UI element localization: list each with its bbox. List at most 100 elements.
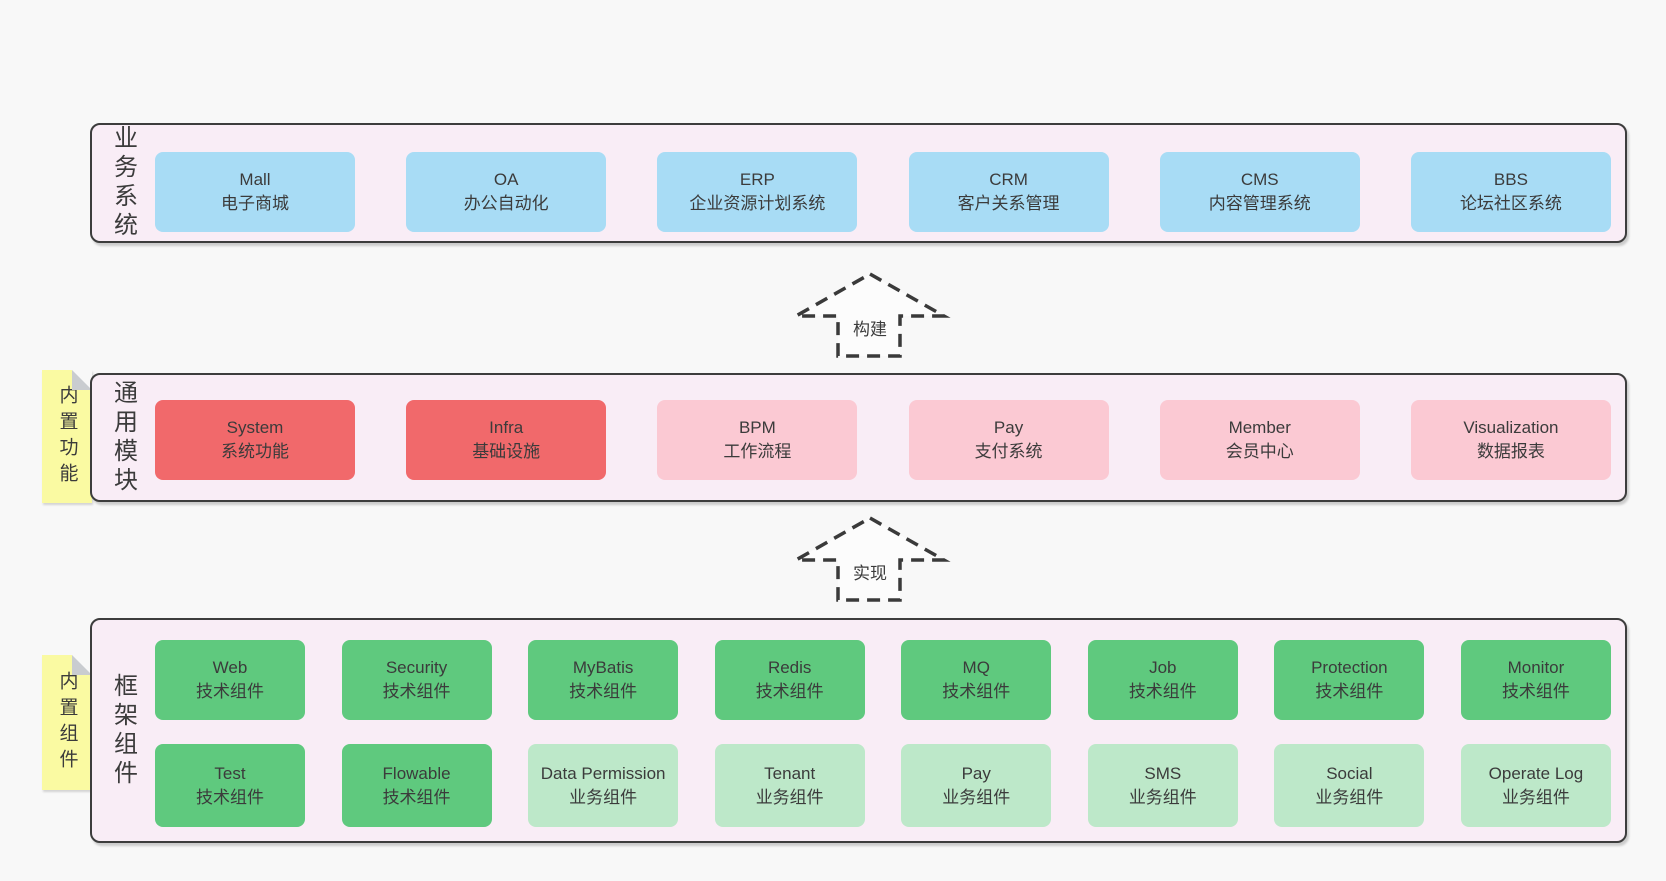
modules-boxes-row: System 系统功能 Infra 基础设施 BPM 工作流程 Pay 支付系统 Member 会… xyxy=(155,400,1611,480)
box-title: CRM xyxy=(989,170,1028,189)
box-title: Visualization xyxy=(1463,418,1559,437)
box-visualization: Visualization 数据报表 xyxy=(1410,400,1611,480)
box-title: Member xyxy=(1228,418,1291,437)
arrow-build-label: 构建 xyxy=(850,315,890,340)
box-subtitle: 客户关系管理 xyxy=(957,194,1060,213)
box-bbs: BBS 论坛社区系统 xyxy=(1410,152,1611,232)
box-title: Mall xyxy=(239,170,271,189)
box-subtitle: 基础设施 xyxy=(472,442,541,461)
box-title: Test xyxy=(214,763,246,783)
box-title: Job xyxy=(1149,658,1177,677)
box-member: Member 会员中心 xyxy=(1159,400,1360,480)
box-subtitle: 业务组件 xyxy=(1128,787,1197,807)
box-flowable: Flowable 技术组件 xyxy=(341,744,492,827)
box-subtitle: 技术组件 xyxy=(196,682,264,701)
box-title: Monitor xyxy=(1507,658,1565,677)
box-title: Protection xyxy=(1311,658,1388,677)
box-title: Pay xyxy=(993,418,1024,437)
box-subtitle: 业务组件 xyxy=(755,787,824,807)
box-title: MQ xyxy=(962,658,990,677)
box-subtitle: 系统功能 xyxy=(221,442,289,461)
box-social: Social 业务组件 xyxy=(1274,744,1425,827)
box-mall: Mall 电子商城 xyxy=(155,152,355,232)
box-title: MyBatis xyxy=(572,658,634,677)
box-title: OA xyxy=(493,170,519,189)
box-title: Tenant xyxy=(764,763,816,783)
box-subtitle: 业务组件 xyxy=(942,787,1011,807)
box-data-permission: Data Permission 业务组件 xyxy=(528,744,679,827)
box-title: Web xyxy=(212,658,248,677)
box-operate-log: Operate Log 业务组件 xyxy=(1460,744,1611,827)
box-title: Social xyxy=(1326,763,1373,783)
box-title: Security xyxy=(385,658,448,677)
box-title: BBS xyxy=(1493,170,1528,189)
box-subtitle: 技术组件 xyxy=(1501,682,1570,701)
box-tenant: Tenant 业务组件 xyxy=(714,744,865,827)
box-bpm: BPM 工作流程 xyxy=(657,400,858,480)
box-subtitle: 工作流程 xyxy=(723,442,792,461)
box-title: Infra xyxy=(489,418,524,437)
box-security: Security 技术组件 xyxy=(341,640,492,720)
layer-components-label: 框架组件 xyxy=(109,672,137,789)
box-subtitle: 技术组件 xyxy=(1315,682,1384,701)
box-mybatis: MyBatis 技术组件 xyxy=(528,640,679,720)
box-subtitle: 业务组件 xyxy=(1315,787,1384,807)
box-subtitle: 技术组件 xyxy=(569,682,638,701)
layer-business-label: 业务系统 xyxy=(109,125,137,241)
box-subtitle: 技术组件 xyxy=(382,682,451,701)
box-subtitle: 企业资源计划系统 xyxy=(689,194,826,213)
box-infra: Infra 基础设施 xyxy=(406,400,607,480)
box-subtitle: 支付系统 xyxy=(974,442,1043,461)
arrow-implement: 实现 xyxy=(789,515,951,603)
box-title: Flowable xyxy=(382,763,451,783)
box-web: Web 技术组件 xyxy=(155,640,305,720)
box-subtitle: 技术组件 xyxy=(382,787,451,807)
box-crm: CRM 客户关系管理 xyxy=(908,152,1109,232)
box-title: Data Permission xyxy=(540,763,666,783)
layer-common-modules: 通用模块 System 系统功能 Infra 基础设施 BPM 工作流程 Pay 支付系统 Me… xyxy=(90,373,1627,502)
box-title: Operate Log xyxy=(1488,763,1584,783)
box-pay: Pay 支付系统 xyxy=(908,400,1109,480)
box-title: Redis xyxy=(767,658,812,677)
box-title: Pay xyxy=(961,763,991,783)
box-title: ERP xyxy=(739,170,775,189)
box-title: System xyxy=(226,418,284,437)
box-pay: Pay 业务组件 xyxy=(901,744,1052,827)
box-system: System 系统功能 xyxy=(155,400,355,480)
layer-business-systems: 业务系统 Mall 电子商城 OA 办公自动化 ERP 企业资源计划系统 CRM 客户关系管理… xyxy=(90,123,1627,243)
box-monitor: Monitor 技术组件 xyxy=(1460,640,1611,720)
box-subtitle: 论坛社区系统 xyxy=(1459,194,1562,213)
box-test: Test 技术组件 xyxy=(155,744,305,827)
box-subtitle: 电子商城 xyxy=(221,194,289,213)
sticky-built-in-components-label: 内置组件 xyxy=(56,670,78,775)
box-subtitle: 会员中心 xyxy=(1225,442,1294,461)
sticky-built-in-components: 内置组件 xyxy=(42,655,92,790)
box-title: CMS xyxy=(1240,170,1279,189)
layer-modules-label: 通用模块 xyxy=(109,379,137,496)
box-subtitle: 业务组件 xyxy=(1501,787,1570,807)
sticky-built-in-functions: 内置功能 xyxy=(42,370,92,503)
box-title: SMS xyxy=(1144,763,1182,783)
box-subtitle: 技术组件 xyxy=(755,682,824,701)
box-subtitle: 业务组件 xyxy=(569,787,638,807)
box-job: Job 技术组件 xyxy=(1087,640,1238,720)
box-subtitle: 办公自动化 xyxy=(463,194,549,213)
box-subtitle: 技术组件 xyxy=(942,682,1011,701)
box-title: BPM xyxy=(738,418,776,437)
box-subtitle: 技术组件 xyxy=(196,787,264,807)
box-oa: OA 办公自动化 xyxy=(406,152,607,232)
box-protection: Protection 技术组件 xyxy=(1274,640,1425,720)
box-sms: SMS 业务组件 xyxy=(1087,744,1238,827)
box-erp: ERP 企业资源计划系统 xyxy=(657,152,858,232)
box-subtitle: 技术组件 xyxy=(1128,682,1197,701)
box-subtitle: 数据报表 xyxy=(1476,442,1545,461)
box-redis: Redis 技术组件 xyxy=(714,640,865,720)
arrow-build: 构建 xyxy=(789,271,951,359)
box-mq: MQ 技术组件 xyxy=(901,640,1052,720)
arrow-implement-label: 实现 xyxy=(850,559,890,584)
